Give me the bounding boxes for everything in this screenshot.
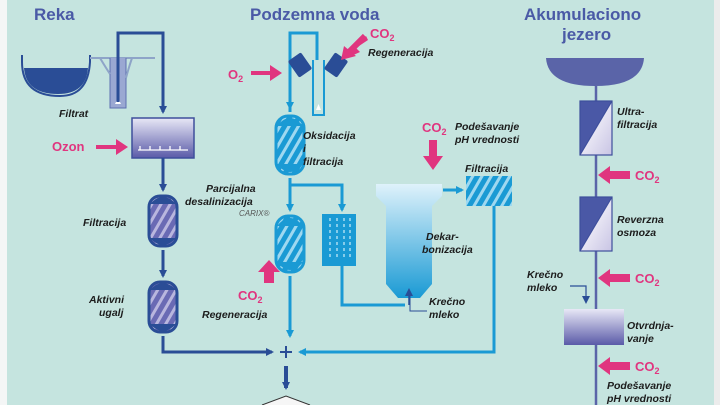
gw-filtration-label: Filtracija [465, 163, 508, 175]
co2-a-label: CO2 [635, 168, 660, 185]
reservoir-lime-label-2: mleko [527, 282, 558, 294]
ultrafiltration-label-1: Ultra- [617, 106, 645, 118]
river-to-mixer-pipe [161, 336, 274, 356]
river-filter-column [147, 194, 179, 248]
oxidation-label-3: filtracija [303, 156, 343, 168]
regeneration-cartridge-left [288, 53, 312, 77]
reservoir-title-1: Akumulaciono [524, 5, 641, 24]
river-basin-icon [21, 55, 155, 109]
carix-label: CARIX® [239, 209, 269, 218]
well-shaft [312, 60, 325, 116]
river-intake-pipe [116, 31, 167, 114]
ozone-arrow-icon [96, 139, 128, 155]
oxidation-label-1: Oksidacija [303, 130, 356, 142]
o2-label: O2 [228, 67, 243, 84]
mixing-point-icon [280, 346, 292, 358]
partial-desal-label-1: Parcijalna [206, 183, 256, 195]
ultrafiltration-label-2: filtracija [617, 119, 657, 131]
regeneration-bottom-label: Regeneracija [202, 309, 268, 321]
storage-roof-icon [261, 395, 311, 405]
co2-c-arrow-icon [598, 357, 630, 375]
regeneration-top-label: Regeneracija [368, 47, 434, 59]
co2-a-arrow-icon [598, 166, 630, 184]
activated-carbon-column [147, 280, 179, 334]
activated-carbon-label-1: Aktivni [88, 294, 125, 306]
right-edge-strip [714, 0, 720, 405]
reservoir-lime-label-1: Krečno [527, 269, 564, 281]
carix-column [274, 214, 306, 274]
co2-regen-label: CO2 [238, 288, 263, 305]
co2-top-arrow-shaft [346, 33, 368, 55]
oxidation-filter-column [274, 114, 306, 176]
well-pump-icon [316, 104, 321, 110]
groundwater-title: Podzemna voda [250, 5, 380, 24]
reservoir-title-2: jezero [561, 25, 611, 44]
oxidation-label-2: i [303, 143, 307, 155]
reservoir-basin-icon [546, 58, 644, 86]
partial-desal-label-2: desalinizacija [185, 196, 253, 208]
lime-milk-label-2: mleko [429, 309, 460, 321]
decarb-label-2: bonizacija [422, 244, 473, 256]
reservoir-lime-arrow [570, 285, 590, 304]
river-filtration-label: Filtracija [83, 217, 126, 229]
co2-ph-arrow-icon [423, 140, 443, 170]
cascade-aerator [322, 214, 356, 266]
hardening-label-1: Otvrdnja- [627, 320, 674, 332]
ozone-label: Ozon [52, 139, 85, 154]
co2-top-label: CO2 [370, 26, 395, 43]
ultrafiltration-membrane [579, 100, 613, 156]
co2-c-label: CO2 [635, 359, 660, 376]
decarb-label-1: Dekar- [426, 231, 459, 243]
activated-carbon-label-2: ugalj [99, 307, 125, 319]
co2-b-arrow-icon [598, 269, 630, 287]
reverse-osmosis-membrane [579, 196, 613, 252]
co2-b-label: CO2 [635, 271, 660, 288]
o2-arrow-icon [251, 65, 282, 81]
ozone-tank [131, 117, 195, 159]
reservoir-ph-label-1: Podešavanje [607, 380, 671, 392]
reverse-osmosis-label-2: osmoza [617, 227, 656, 239]
cascade-to-decarb-pipe [340, 266, 405, 307]
river-title: Reka [34, 5, 75, 24]
decarbonization-tank [376, 184, 442, 298]
filtrate-label: Filtrat [59, 108, 89, 120]
co2-regen-arrow-icon [258, 260, 280, 283]
hardening-label-2: vanje [627, 333, 654, 345]
gw-filter-unit [466, 176, 512, 206]
decarb-lime-leader [409, 296, 427, 312]
ph-adjust-label-1: Podešavanje [455, 121, 519, 133]
reservoir-ph-label-2: pH vrednosti [606, 393, 672, 405]
hardening-tank [564, 309, 624, 345]
reverse-osmosis-label-1: Reverzna [617, 214, 664, 226]
co2-ph-label: CO2 [422, 120, 447, 137]
co2-top-arrow-head [341, 46, 356, 60]
oxidation-to-cascade-pipe [290, 183, 346, 212]
gw-return-pipe [298, 206, 496, 356]
lime-milk-label-1: Krečno [429, 296, 466, 308]
ph-adjust-label-2: pH vrednosti [454, 134, 520, 146]
groundwater-well-pipe [288, 31, 319, 112]
